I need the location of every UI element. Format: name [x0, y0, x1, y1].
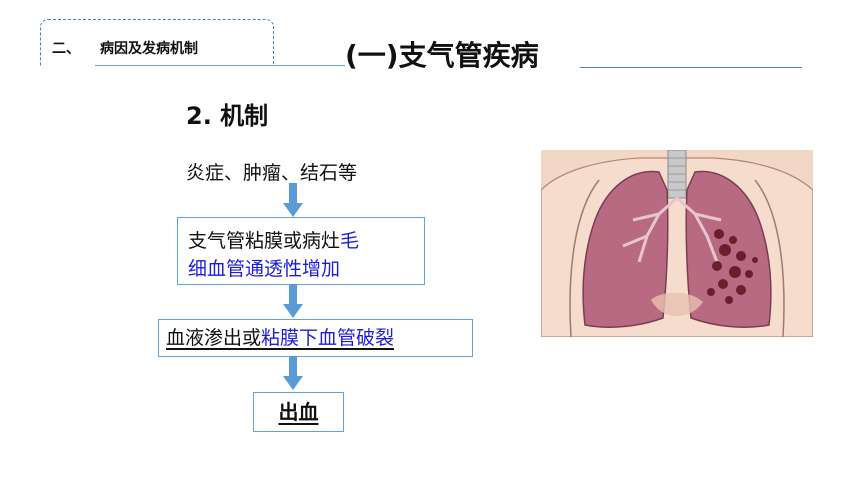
header-frame — [40, 19, 274, 66]
flow-box-1-text: 支气管粘膜或病灶毛 细血管通透性增加 — [188, 227, 359, 283]
down-arrow-icon — [283, 356, 303, 390]
cause-text: 炎症、肿瘤、结石等 — [186, 162, 358, 184]
flow-box-2: 血液渗出或粘膜下血管破裂 — [158, 319, 473, 357]
page-title: (一)支气管疾病 — [345, 39, 539, 72]
flow-box-1: 支气管粘膜或病灶毛 细血管通透性增加 — [177, 217, 425, 285]
flow-box-2-black: 血液渗出或 — [166, 327, 262, 349]
header-rule-left — [95, 65, 345, 66]
lung-illustration — [541, 150, 813, 337]
flow-box-2-blue: 粘膜下血管破裂 — [261, 327, 395, 349]
flow-box-1-black: 支气管粘膜或病灶 — [188, 230, 341, 252]
flow-box-3: 出血 — [253, 392, 344, 432]
subheading: 2. 机制 — [186, 102, 269, 130]
flow-box-3-text: 出血 — [278, 400, 319, 424]
section-number: 二、 — [52, 41, 80, 57]
header-rule-right — [580, 67, 802, 68]
down-arrow-icon — [283, 183, 303, 217]
flow-box-2-text: 血液渗出或粘膜下血管破裂 — [166, 325, 394, 351]
section-title: 病因及发病机制 — [100, 41, 198, 57]
flow-box-1-blue-a: 毛 — [340, 230, 360, 252]
down-arrow-icon — [283, 284, 303, 318]
flow-box-1-blue-b: 细血管通透性增加 — [188, 258, 341, 280]
